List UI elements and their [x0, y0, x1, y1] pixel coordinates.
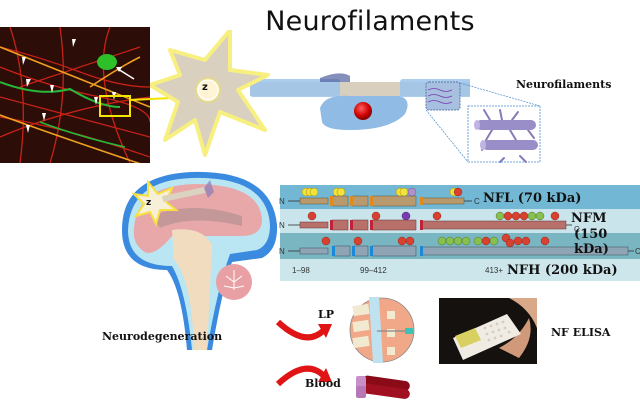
nfh-structure [288, 233, 634, 257]
brain-diagram [122, 171, 278, 350]
neurodegeneration-label: Neurodegeneration [102, 330, 223, 343]
nfm-n-terminus: N [279, 221, 285, 230]
nfm-weight-label: (150 kDa) [574, 227, 609, 257]
nf-elisa-label: NF ELISA [551, 326, 611, 339]
nfl-n-terminus: N [279, 197, 285, 206]
nfm-c-terminus: C [574, 225, 580, 234]
lp-label: LP [318, 308, 335, 321]
brain-soma-label: z [146, 198, 152, 208]
range-row-bg [280, 259, 640, 281]
lumbar-puncture-image [349, 297, 415, 363]
range-head: 1–98 [292, 266, 310, 275]
nfl-c-terminus: C [474, 197, 480, 206]
soma-label: z [202, 82, 208, 93]
neurofilaments-label: Neurofilaments [516, 78, 612, 91]
nfl-structure [288, 187, 472, 207]
nfh-label: NFH (200 kDa) [507, 263, 618, 278]
micrograph-graphic [0, 27, 150, 163]
blood-tubes-image [356, 375, 410, 399]
highlight-box [99, 95, 131, 117]
range-rod: 99–412 [360, 266, 387, 275]
range-tail: 413+ [485, 266, 504, 275]
nfh-n-terminus: N [279, 247, 285, 256]
slide-title: Neurofilaments [265, 6, 475, 37]
filament-zoom [425, 81, 541, 163]
nfl-label: NFL (70 kDa) [483, 191, 582, 206]
microscopy-image [0, 27, 150, 163]
nfm-structure [288, 211, 572, 231]
nfh-c-terminus: C [635, 247, 640, 256]
blood-label: Blood [305, 377, 341, 390]
elisa-plate-image [439, 298, 537, 364]
protein-structures [288, 187, 634, 257]
protein-domain-panel: N C NFL (70 kDa) N C NFM (150 kDa) N C 1… [279, 185, 640, 285]
sample-arrows [276, 319, 332, 387]
nfm-label: NFM [571, 211, 607, 226]
